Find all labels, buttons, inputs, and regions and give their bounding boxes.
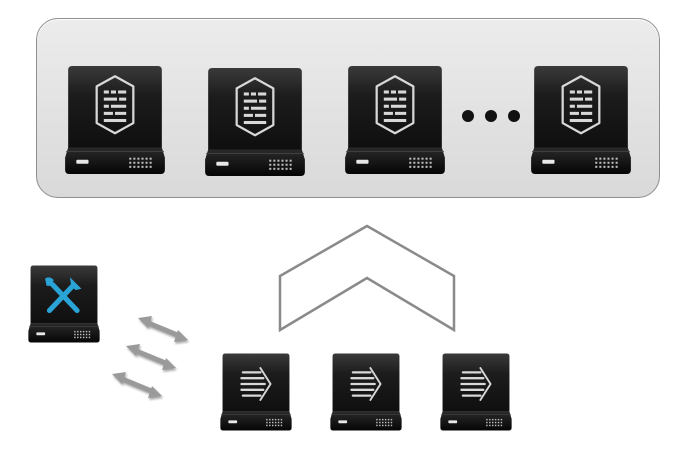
ellipsis-dot (485, 110, 497, 122)
ellipsis-dot (508, 110, 520, 122)
ingest-node-3 (438, 352, 514, 432)
bidirectional-arrows-icon (108, 308, 192, 405)
cluster-server-1 (62, 64, 168, 176)
chevron-up-outline-icon (276, 222, 458, 339)
cluster-server-n (528, 64, 634, 176)
ingest-node-1 (218, 352, 294, 432)
cluster-server-3 (342, 64, 448, 176)
ingest-node-2 (328, 352, 404, 432)
admin-tools-node (24, 264, 104, 344)
ellipsis-dot (462, 110, 474, 122)
cluster-server-2 (202, 66, 308, 178)
ellipsis-icon (462, 106, 520, 126)
